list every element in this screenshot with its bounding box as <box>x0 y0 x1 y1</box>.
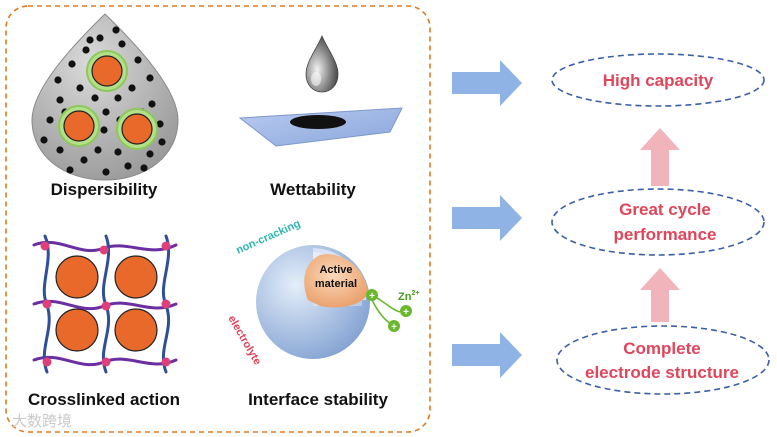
up-arrow <box>640 128 680 186</box>
dispersion-dot <box>66 166 74 174</box>
structure-label-line1: Complete <box>623 339 700 358</box>
right-arrows <box>452 60 522 378</box>
watermark: 大数跨境 <box>12 412 72 430</box>
dispersion-dot <box>76 84 84 92</box>
dispersion-dot <box>148 100 156 108</box>
panel-border <box>5 5 431 433</box>
zn-ion <box>366 289 378 301</box>
crosslinked-network <box>32 234 178 374</box>
cycle-label-line2: performance <box>614 225 717 244</box>
interface-label: Interface stability <box>248 390 388 409</box>
active-material-core <box>304 254 368 308</box>
zn-label: Zn2+ <box>398 290 419 303</box>
wetted-spot <box>290 115 346 129</box>
dispersion-dot <box>146 150 154 158</box>
up-arrows <box>640 128 680 322</box>
dispersion-dot <box>96 34 104 42</box>
dispersion-dot <box>68 60 76 68</box>
dispersion-dot <box>112 26 120 34</box>
coated-particle <box>86 50 128 92</box>
right-arrow <box>452 60 522 106</box>
dispersion-dot <box>46 116 54 124</box>
zn-ion <box>388 320 400 332</box>
dispersibility-droplet <box>31 13 179 181</box>
zn-ion <box>400 305 412 317</box>
cycle-label-line1: Great cycle <box>619 200 711 219</box>
dispersion-dot <box>146 74 154 82</box>
dispersion-dot <box>40 136 48 144</box>
crosslinked-label: Crosslinked action <box>28 390 180 409</box>
dispersion-dot <box>134 56 142 64</box>
right-arrow <box>452 195 522 241</box>
active-label-line2: material <box>315 278 357 290</box>
dispersion-dot <box>80 156 88 164</box>
dispersion-dot <box>56 96 64 104</box>
dispersion-dot <box>118 40 126 48</box>
high-capacity-label: High capacity <box>603 71 714 90</box>
zn-ion-transport: + + + <box>366 289 412 333</box>
water-drop <box>305 34 339 93</box>
dispersion-dot <box>156 120 164 128</box>
coated-particle <box>116 108 158 150</box>
dispersion-dot <box>94 146 102 154</box>
dispersion-dot <box>128 84 136 92</box>
coated-particle <box>58 105 100 147</box>
dispersion-dots <box>40 26 166 176</box>
ion-plus: + <box>369 291 375 302</box>
wettability-illustration <box>238 34 403 147</box>
dispersion-dot <box>140 164 148 172</box>
dispersion-dot <box>56 146 64 154</box>
outcome-cycle-performance <box>551 188 765 256</box>
outcome-electrode-structure <box>556 325 770 395</box>
dispersion-dot <box>114 94 122 102</box>
ion-plus: + <box>391 322 397 333</box>
outcome-high-capacity <box>551 53 765 107</box>
core-shell-sphere <box>256 245 370 359</box>
active-label-line1: Active <box>319 264 352 276</box>
electrolyte-label: electrolyte <box>225 314 263 368</box>
right-arrow <box>452 332 522 378</box>
dispersibility-label: Dispersibility <box>51 180 158 199</box>
dispersion-dot <box>54 76 62 84</box>
dispersion-dot <box>114 148 122 156</box>
structure-label-line2: electrode structure <box>585 363 739 382</box>
ion-plus: + <box>403 307 409 318</box>
dispersion-dot <box>82 46 90 54</box>
dispersion-dot <box>102 168 110 176</box>
up-arrow <box>640 268 680 322</box>
dispersion-dot <box>124 162 132 170</box>
dispersion-dot <box>100 126 108 134</box>
dispersion-dot <box>91 94 99 102</box>
dispersion-dot <box>102 108 110 116</box>
dispersion-dot <box>86 36 94 44</box>
dispersion-dot <box>158 138 166 146</box>
wettability-label: Wettability <box>270 180 356 199</box>
